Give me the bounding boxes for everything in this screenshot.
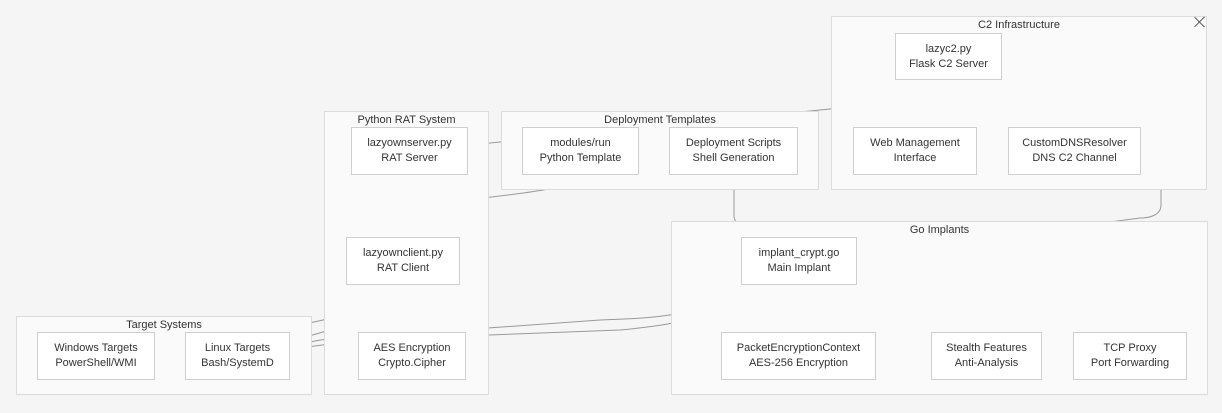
node-lazyc2[interactable]: lazyc2.py Flask C2 Server: [895, 33, 1002, 80]
node-subtitle: Anti-Analysis: [954, 357, 1019, 369]
close-icon[interactable]: [1193, 15, 1207, 29]
node-deployment-scripts[interactable]: Deployment Scripts Shell Generation: [669, 127, 798, 175]
node-title: Deployment Scripts: [685, 137, 782, 149]
node-title: Linux Targets: [204, 342, 271, 354]
node-rat-client[interactable]: lazyownclient.py RAT Client: [346, 237, 460, 285]
node-stealth-features[interactable]: Stealth Features Anti-Analysis: [931, 332, 1042, 380]
node-title: Stealth Features: [946, 342, 1027, 354]
node-subtitle: Crypto.Cipher: [378, 357, 446, 369]
cluster-label: Target Systems: [126, 319, 202, 331]
node-subtitle: Main Implant: [767, 262, 831, 274]
cluster-label: Deployment Templates: [604, 114, 716, 126]
node-subtitle: PowerShell/WMI: [55, 357, 137, 369]
node-title: Windows Targets: [54, 342, 138, 354]
node-title: Web Management: [870, 137, 960, 149]
node-python-template[interactable]: modules/run Python Template: [522, 127, 639, 175]
node-title: lazyownserver.py: [367, 137, 452, 149]
node-aes-encryption[interactable]: AES Encryption Crypto.Cipher: [358, 332, 466, 380]
node-title: implant_crypt.go: [758, 247, 840, 259]
node-web-management[interactable]: Web Management Interface: [853, 127, 977, 175]
node-subtitle: Port Forwarding: [1090, 357, 1170, 369]
node-title: lazyc2.py: [925, 42, 972, 55]
node-rat-server[interactable]: lazyownserver.py RAT Server: [351, 127, 468, 175]
cluster-label: Python RAT System: [357, 114, 456, 126]
node-custom-dns-resolver[interactable]: CustomDNSResolver DNS C2 Channel: [1008, 127, 1141, 175]
node-subtitle: AES-256 Encryption: [748, 357, 849, 369]
node-subtitle: RAT Server: [381, 152, 438, 164]
node-subtitle: Interface: [893, 152, 937, 164]
node-title: AES Encryption: [373, 342, 451, 354]
cluster-label: Go Implants: [909, 224, 970, 236]
node-title: PacketEncryptionContext: [736, 342, 861, 354]
node-subtitle: DNS C2 Channel: [1032, 152, 1117, 164]
node-subtitle: Python Template: [539, 152, 622, 164]
node-windows-targets[interactable]: Windows Targets PowerShell/WMI: [37, 332, 155, 380]
node-title: modules/run: [550, 137, 611, 149]
node-subtitle: Flask C2 Server: [909, 57, 988, 70]
node-subtitle: Shell Generation: [692, 152, 775, 164]
node-packet-encryption-context[interactable]: PacketEncryptionContext AES-256 Encrypti…: [721, 332, 876, 380]
node-linux-targets[interactable]: Linux Targets Bash/SystemD: [185, 332, 290, 380]
node-title: lazyownclient.py: [362, 247, 444, 259]
cluster-label: C2 Infrastructure: [978, 19, 1060, 31]
node-subtitle: Bash/SystemD: [201, 357, 274, 369]
node-tcp-proxy[interactable]: TCP Proxy Port Forwarding: [1073, 332, 1187, 380]
node-title: CustomDNSResolver: [1022, 137, 1127, 149]
node-main-implant[interactable]: implant_crypt.go Main Implant: [741, 237, 857, 285]
node-title: TCP Proxy: [1103, 342, 1157, 354]
node-subtitle: RAT Client: [376, 262, 430, 274]
